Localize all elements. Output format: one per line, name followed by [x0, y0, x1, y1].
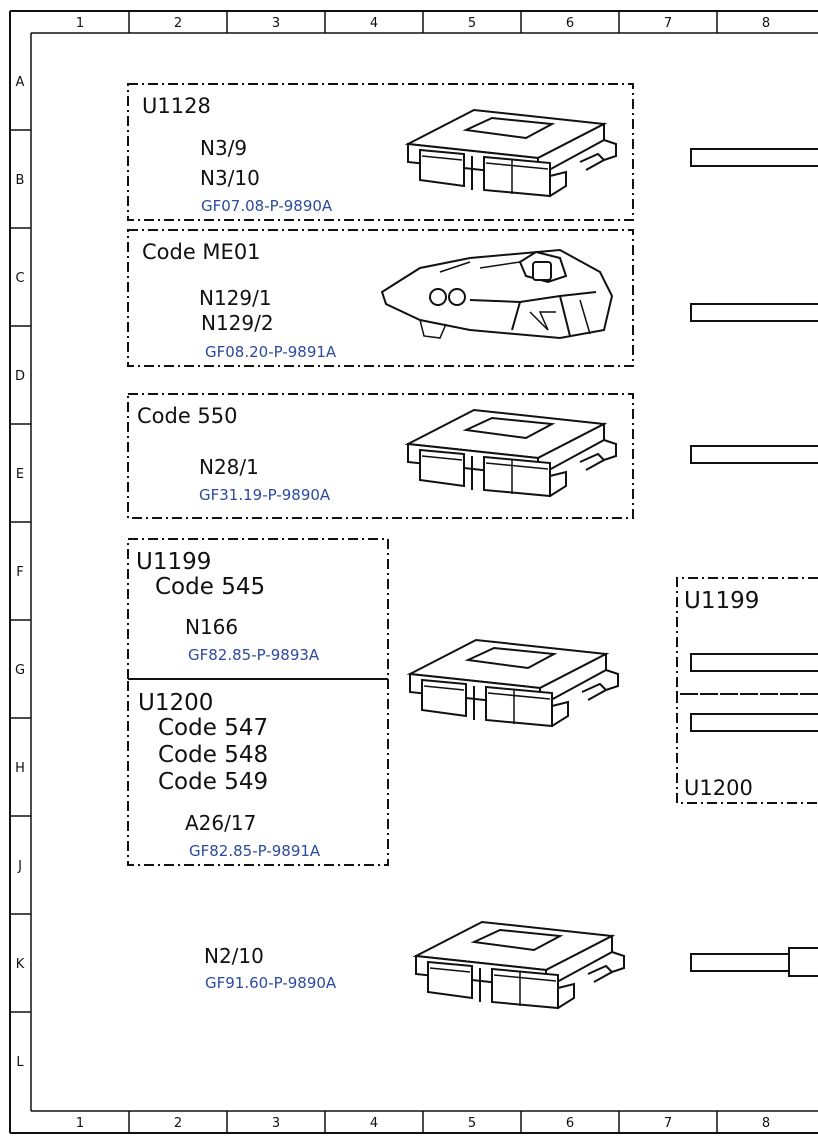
row-label: F: [16, 565, 23, 580]
group-title: Code 550: [137, 404, 238, 428]
component-label: N3/9: [200, 136, 247, 160]
connector-plug: [788, 947, 818, 977]
column-label: 4: [370, 16, 378, 31]
sheet-frame: [9, 10, 818, 1134]
column-label: 1: [76, 1116, 84, 1131]
group-code-550: Code 550 N28/1 GF31.19-P-9890A: [127, 393, 634, 519]
row-label: B: [16, 173, 25, 188]
row-label: L: [16, 1055, 24, 1070]
group-title: U1128: [142, 94, 211, 118]
column-label: 8: [762, 1116, 770, 1131]
column-label: 2: [174, 16, 182, 31]
column-label: 5: [468, 16, 476, 31]
code-label: Code 549: [158, 769, 268, 795]
row-label: G: [15, 663, 25, 678]
column-label: 6: [566, 1116, 574, 1131]
group-boundary: [127, 83, 634, 221]
group-boundary: [127, 393, 634, 519]
row-labels: A B C D E F G H J K L: [15, 75, 25, 1070]
group-code-me01: Code ME01 N129/1 N129/2 GF08.20-P-9891A: [127, 229, 634, 367]
group-title: U1200: [138, 690, 213, 716]
reference-link[interactable]: GF82.85-P-9893A: [188, 646, 320, 664]
group-title: U1200: [684, 776, 753, 800]
group-boundary: [676, 693, 818, 804]
code-label: Code 548: [158, 742, 268, 768]
column-label: 8: [762, 16, 770, 31]
group-u1128: U1128 N3/9 N3/10 GF07.08-P-9890A: [127, 83, 634, 221]
connector-stub: [690, 953, 818, 972]
row-label: E: [16, 467, 24, 482]
column-label: 5: [468, 1116, 476, 1131]
component-label: N28/1: [199, 455, 259, 479]
reference-link[interactable]: GF31.19-P-9890A: [199, 486, 331, 504]
component-label: N129/1: [199, 286, 272, 310]
column-labels-top: 1 2 3 4 5 6 7 8: [76, 16, 770, 31]
control-unit-icon: [415, 921, 625, 1009]
code-label: Code 545: [155, 574, 265, 600]
row-label: C: [15, 271, 24, 286]
group-title: Code ME01: [142, 240, 261, 264]
column-ticks: [128, 11, 718, 1133]
connector-stub: [690, 148, 818, 167]
engine-control-module-icon: [380, 248, 614, 340]
group-boundary: [676, 577, 818, 695]
control-unit-icon: [409, 639, 619, 727]
group-n2-10: N2/10 GF91.60-P-9890A: [204, 921, 625, 1009]
component-label: A26/17: [185, 811, 256, 835]
group-title: U1199: [684, 588, 759, 614]
reference-link[interactable]: GF91.60-P-9890A: [205, 974, 337, 992]
row-label: A: [16, 75, 25, 90]
component-label: N2/10: [204, 944, 264, 968]
group-title: U1199: [136, 549, 211, 575]
reference-link[interactable]: GF08.20-P-9891A: [205, 343, 337, 361]
row-ticks: [10, 129, 31, 1013]
control-unit-icon: [407, 409, 617, 497]
column-label: 6: [566, 16, 574, 31]
row-label: J: [17, 859, 22, 874]
column-label: 7: [664, 16, 672, 31]
connector-stub: [690, 713, 818, 732]
column-labels-bottom: 1 2 3 4 5 6 7 8: [76, 1116, 770, 1131]
column-label: 3: [272, 1116, 280, 1131]
right-group-u1199: U1199: [676, 577, 818, 695]
column-label: 2: [174, 1116, 182, 1131]
column-label: 3: [272, 16, 280, 31]
component-label: N129/2: [201, 311, 274, 335]
connector-stub: [690, 445, 818, 464]
reference-link[interactable]: GF07.08-P-9890A: [201, 197, 333, 215]
column-label: 7: [664, 1116, 672, 1131]
control-unit-icon: [407, 109, 617, 197]
group-u1199: U1199 Code 545 N166 GF82.85-P-9893A: [127, 538, 389, 680]
connector-stub: [690, 653, 818, 672]
component-label: N3/10: [200, 166, 260, 190]
component-label: N166: [185, 615, 238, 639]
code-label: Code 547: [158, 715, 268, 741]
group-boundary: [127, 678, 389, 866]
group-u1200: U1200 Code 547 Code 548 Code 549 A26/17 …: [127, 678, 389, 866]
connector-stubs: [690, 148, 818, 977]
column-label: 4: [370, 1116, 378, 1131]
column-label: 1: [76, 16, 84, 31]
row-label: K: [16, 957, 25, 972]
reference-link[interactable]: GF82.85-P-9891A: [189, 842, 321, 860]
connector-stub: [690, 303, 818, 322]
right-group-u1200: U1200: [676, 693, 818, 804]
group-boundary: [127, 229, 634, 367]
row-label: D: [15, 369, 25, 384]
row-label: H: [15, 761, 25, 776]
